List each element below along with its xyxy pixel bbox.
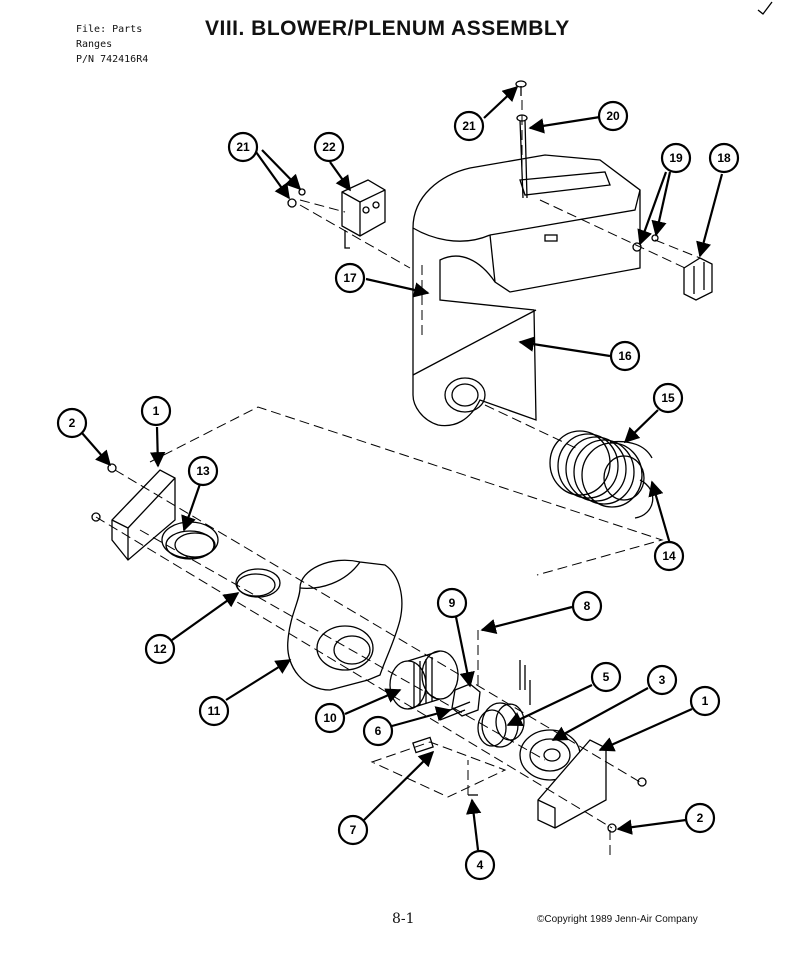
callout-17: 17 bbox=[334, 262, 366, 294]
callout-2a: 2 bbox=[56, 407, 88, 439]
callout-22: 22 bbox=[313, 131, 345, 163]
callout-label: 1 bbox=[153, 404, 160, 418]
callout-label: 17 bbox=[343, 271, 357, 285]
callout-19: 19 bbox=[660, 142, 692, 174]
callout-label: 10 bbox=[323, 711, 337, 725]
callout-label: 12 bbox=[153, 642, 167, 656]
callout-label: 6 bbox=[375, 724, 382, 738]
check-mark-icon bbox=[757, 1, 773, 15]
callout-label: 18 bbox=[717, 151, 731, 165]
callout-14: 14 bbox=[653, 540, 685, 572]
callout-label: 7 bbox=[350, 823, 357, 837]
leader-lines bbox=[81, 85, 724, 851]
callout-label: 8 bbox=[584, 599, 591, 613]
callout-label: 4 bbox=[477, 858, 484, 872]
callout-16: 16 bbox=[609, 340, 641, 372]
callout-2b: 2 bbox=[684, 802, 716, 834]
blower-motor-5 bbox=[477, 702, 525, 748]
callout-1a: 1 bbox=[140, 395, 172, 427]
motor-mount-9 bbox=[439, 683, 481, 721]
blower-housing-11 bbox=[287, 559, 403, 691]
callout-10: 10 bbox=[314, 702, 346, 734]
callout-21a: 21 bbox=[453, 110, 485, 142]
plenum-housing bbox=[412, 154, 641, 427]
page-title: VIII. BLOWER/PLENUM ASSEMBLY bbox=[205, 17, 570, 40]
callout-13: 13 bbox=[187, 455, 219, 487]
callout-label: 13 bbox=[196, 464, 210, 478]
callout-4: 4 bbox=[464, 849, 496, 881]
callout-label: 14 bbox=[662, 549, 676, 563]
copyright-notice: ©Copyright 1989 Jenn-Air Company bbox=[537, 914, 698, 925]
callout-15: 15 bbox=[652, 382, 684, 414]
callout-label: 9 bbox=[449, 596, 456, 610]
callout-label: 11 bbox=[208, 704, 221, 718]
side-bracket-left bbox=[111, 469, 176, 561]
callout-label: 22 bbox=[322, 140, 336, 154]
mounting-bracket-22 bbox=[341, 179, 386, 249]
callout-label: 2 bbox=[697, 811, 704, 825]
callout-label: 15 bbox=[661, 391, 675, 405]
callout-label: 1 bbox=[702, 694, 709, 708]
callout-label: 16 bbox=[618, 349, 632, 363]
callout-8: 8 bbox=[571, 590, 603, 622]
callout-18: 18 bbox=[708, 142, 740, 174]
hose-clamp-14 bbox=[634, 479, 654, 519]
callout-label: 3 bbox=[659, 673, 666, 687]
page-number: 8-1 bbox=[392, 911, 415, 927]
callout-label: 21 bbox=[462, 119, 476, 133]
callout-label: 5 bbox=[603, 670, 610, 684]
callout-label: 20 bbox=[606, 109, 620, 123]
callout-1b: 1 bbox=[689, 685, 721, 717]
file-line-2: Ranges bbox=[76, 39, 113, 50]
callout-3: 3 bbox=[646, 664, 678, 696]
callout-9: 9 bbox=[436, 587, 468, 619]
callout-21b: 21 bbox=[227, 131, 259, 163]
file-line-3: P/N 742416R4 bbox=[76, 54, 149, 65]
callout-12: 12 bbox=[144, 633, 176, 665]
callout-6: 6 bbox=[362, 715, 394, 747]
callout-label: 2 bbox=[69, 416, 76, 430]
flex-duct-15 bbox=[549, 430, 653, 508]
seal-ring-12 bbox=[235, 568, 281, 598]
callout-5: 5 bbox=[590, 661, 622, 693]
callout-20: 20 bbox=[597, 100, 629, 132]
inlet-ring-13 bbox=[161, 521, 219, 560]
clip-bracket-18 bbox=[683, 257, 713, 301]
file-line-1: File: Parts bbox=[76, 24, 143, 35]
file-info: File: Parts Ranges P/N 742416R4 bbox=[76, 22, 148, 67]
blower-wheel-10 bbox=[389, 650, 459, 710]
callout-11: 11 bbox=[198, 695, 230, 727]
callout-label: 21 bbox=[236, 140, 250, 154]
callout-label: 19 bbox=[669, 151, 683, 165]
callout-7: 7 bbox=[337, 814, 369, 846]
